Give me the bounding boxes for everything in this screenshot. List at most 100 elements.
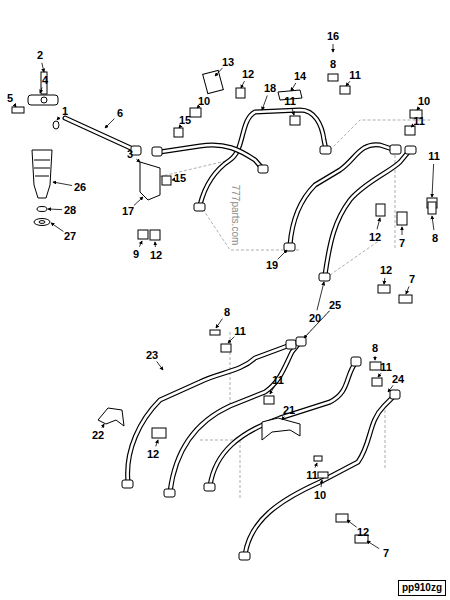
callout-number: 24 [392, 374, 404, 385]
leader-line [155, 242, 156, 247]
leader-line [105, 119, 114, 128]
callout-number: 12 [380, 265, 392, 276]
leader-line [378, 373, 381, 377]
dashed-guides [145, 120, 430, 500]
leader-line [53, 182, 72, 186]
callout-number: 10 [314, 490, 326, 501]
callout-number: 12 [242, 69, 254, 80]
leader-line [367, 541, 379, 549]
callout-number: 3 [127, 149, 133, 160]
leader-line [172, 179, 173, 180]
callout-number: 13 [222, 57, 234, 68]
leader-line [42, 63, 44, 72]
leader-line [317, 282, 324, 310]
callout-number: 20 [309, 313, 321, 324]
leader-line [375, 356, 376, 360]
clips-and-brackets [98, 70, 437, 543]
callout-number: 8 [372, 343, 378, 354]
leader-line [432, 164, 434, 197]
leader-line [197, 107, 198, 108]
leader-line [179, 126, 180, 128]
callout-number: 4 [42, 75, 48, 86]
callout-number: 12 [369, 232, 381, 243]
leader-line [406, 286, 409, 294]
callout-number: 7 [399, 238, 405, 249]
callout-number: 1 [62, 106, 68, 117]
callout-number: 6 [117, 108, 123, 119]
injector [12, 72, 59, 226]
callout-number: 7 [383, 548, 389, 559]
callout-number: 22 [92, 430, 104, 441]
callout-number: 10 [198, 96, 210, 107]
callout-number: 11 [428, 151, 440, 162]
callout-number: 11 [272, 375, 284, 386]
callout-number: 28 [64, 205, 76, 216]
callout-number: 25 [329, 300, 341, 311]
callout-number: 11 [284, 96, 296, 107]
callout-number: 8 [330, 59, 336, 70]
leader-line [321, 480, 323, 487]
leader-line [377, 218, 380, 229]
leader-line [315, 463, 317, 468]
leader-line [51, 223, 63, 231]
callout-number: 18 [264, 83, 276, 94]
callout-number: 11 [306, 470, 318, 481]
callout-number: 10 [418, 96, 430, 107]
callout-number: 9 [133, 249, 139, 260]
leader-line [57, 117, 60, 120]
leader-line [388, 385, 393, 392]
leader-line [333, 44, 334, 52]
callout-number: 12 [357, 527, 369, 538]
leader-line [432, 216, 434, 230]
callout-number: 27 [64, 231, 76, 242]
leader-line [157, 361, 163, 370]
leader-line [384, 278, 386, 284]
callout-number: 15 [174, 173, 186, 184]
callout-number: 23 [146, 350, 158, 361]
leader-line [411, 126, 413, 127]
callout-number: 12 [150, 250, 162, 261]
leader-line [136, 159, 140, 162]
leader-line [278, 250, 287, 259]
callout-number: 14 [294, 71, 306, 82]
leader-line [40, 87, 42, 93]
leader-line [139, 241, 142, 247]
leader-line [346, 81, 350, 86]
leader-line [228, 337, 234, 343]
leader-line [291, 83, 296, 91]
leader-line [215, 68, 223, 76]
callout-number: 15 [179, 115, 191, 126]
leader-line [282, 417, 284, 420]
callout-number: 11 [234, 326, 246, 337]
leader-line [347, 520, 357, 527]
callout-number: 5 [7, 93, 13, 104]
leader-line [102, 424, 104, 428]
callout-number: 8 [432, 233, 438, 244]
leader-line [304, 311, 330, 338]
leader-line [134, 197, 143, 206]
fittings [122, 145, 416, 560]
callout-number: 16 [327, 31, 339, 42]
leader-line [270, 387, 274, 394]
callout-number: 11 [380, 362, 392, 373]
leader-line [292, 109, 294, 115]
callout-number: 11 [349, 70, 361, 81]
watermark: 777parts.com [230, 185, 240, 246]
callout-number: 21 [283, 405, 295, 416]
callout-number: 12 [147, 449, 159, 460]
callout-number: 17 [122, 206, 134, 217]
leader-line [156, 440, 158, 446]
leader-line [14, 105, 16, 107]
callout-number: 19 [266, 260, 278, 271]
leader-line [262, 96, 267, 110]
leader-line [417, 107, 419, 110]
callout-number: 8 [224, 307, 230, 318]
callout-number: 2 [37, 50, 43, 61]
leader-line [48, 209, 62, 211]
leader-line [241, 81, 244, 88]
callout-number: 26 [74, 182, 86, 193]
leader-line [402, 227, 403, 235]
